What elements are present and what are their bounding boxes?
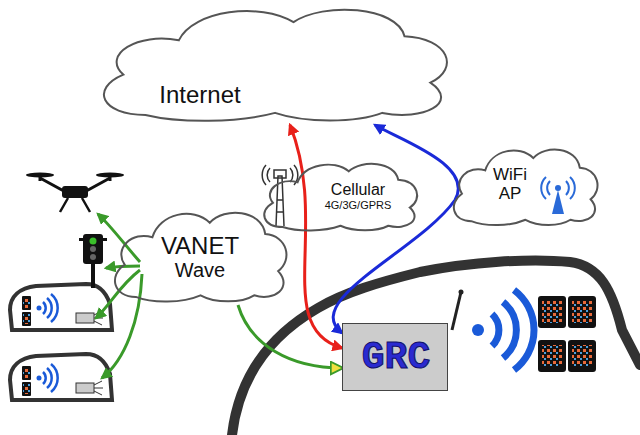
antenna-tip — [459, 290, 464, 295]
cloud-outline — [90, 0, 460, 125]
cell-tower — [262, 165, 298, 226]
wifi-cloud: WiFi AP — [448, 143, 603, 228]
text-group: Internet — [159, 82, 240, 108]
small-car — [10, 354, 112, 400]
car-outline — [232, 260, 640, 435]
text-group: GRC — [362, 337, 430, 379]
node-title: GRC — [362, 337, 430, 379]
node-title: Cellular — [331, 181, 385, 199]
node-subtitle: Wave — [175, 259, 225, 281]
node-subtitle: 4G/3G/GPRS — [325, 199, 392, 211]
drone — [26, 173, 124, 213]
wifi-waves — [492, 290, 534, 370]
vanet-cloud: VANETWave — [108, 205, 293, 305]
link-arrow — [238, 305, 342, 368]
traffic-light — [79, 234, 107, 288]
wifi-dot — [472, 324, 484, 336]
access-point — [541, 177, 575, 214]
cloud-outline — [448, 143, 603, 228]
text-group: WiFi AP — [485, 166, 535, 203]
node-title: WiFi AP — [485, 166, 535, 203]
cellular-cloud: Cellular4G/3G/GPRS — [258, 158, 423, 233]
small-car — [10, 284, 112, 330]
phones — [538, 296, 596, 372]
antenna — [452, 292, 461, 330]
grc-box: GRC — [342, 323, 448, 391]
node-title: VANET — [161, 233, 239, 259]
internet-cloud: Internet — [90, 0, 460, 125]
text-group: VANETWave — [161, 233, 239, 281]
node-title: Internet — [159, 82, 240, 108]
text-group: Cellular4G/3G/GPRS — [325, 181, 392, 211]
